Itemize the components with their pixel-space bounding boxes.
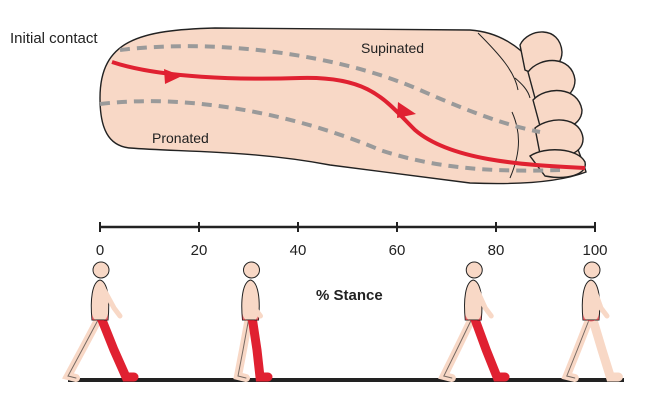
walking-figure [444,262,505,378]
lead-leg [102,320,134,377]
stance-axis [100,222,595,232]
walking-figure [238,262,268,378]
walking-figures [68,262,618,378]
lead-leg [475,320,505,377]
head [244,262,260,278]
walking-figure [68,262,134,378]
tick-label: 60 [389,242,406,259]
tick-label: 100 [582,242,607,259]
lead-leg [593,320,618,377]
foot-sole [100,28,586,184]
lead-leg [253,320,269,377]
walking-figure [567,262,619,378]
head [584,262,600,278]
initial-contact-label: Initial contact [10,30,98,47]
pronated-label: Pronated [152,130,209,146]
tick-label: 80 [488,242,505,259]
tick-label: 0 [96,242,104,259]
tick-label: 20 [191,242,208,259]
tick-label: 40 [290,242,307,259]
axis-title: % Stance [316,287,383,304]
head [466,262,482,278]
supinated-label: Supinated [361,40,424,56]
head [93,262,109,278]
